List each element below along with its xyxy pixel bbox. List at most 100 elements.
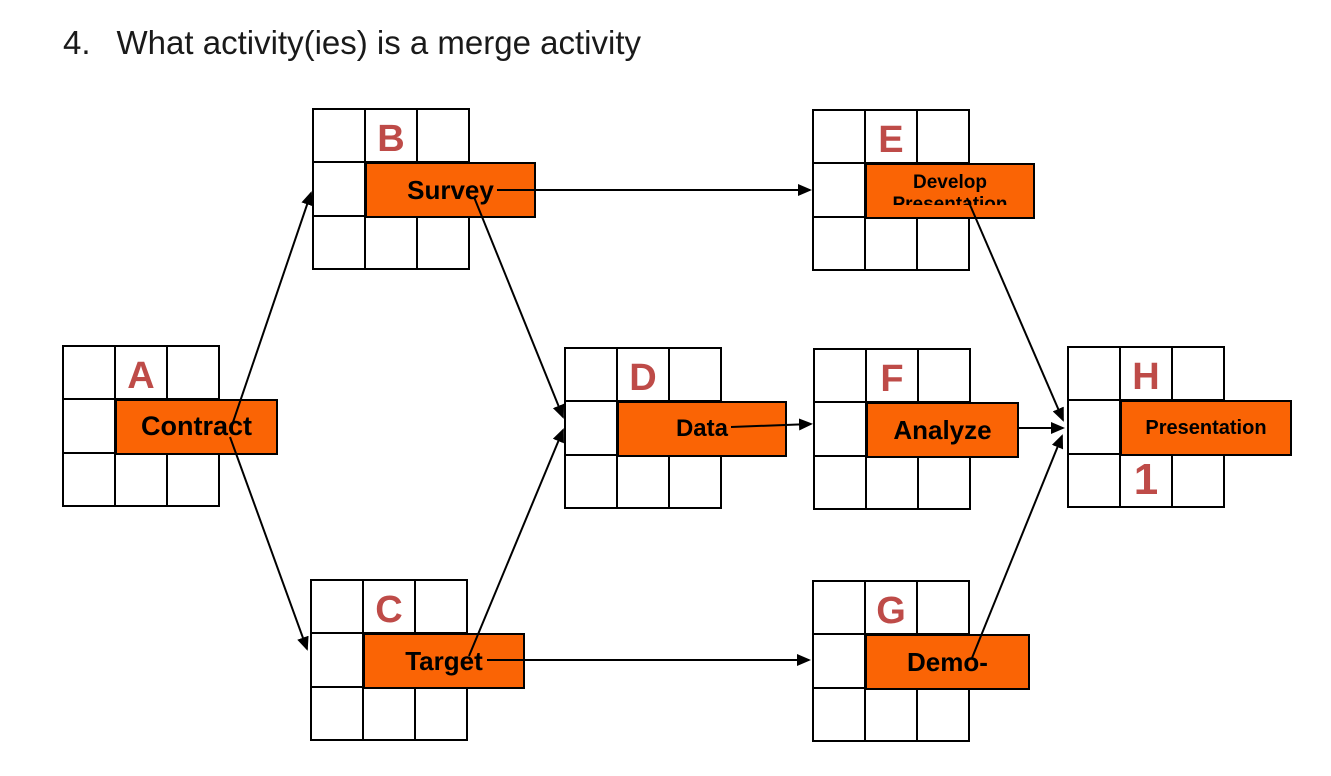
grid-cell bbox=[63, 399, 115, 453]
grid-cell bbox=[1172, 453, 1224, 507]
activity-letter-D: D bbox=[629, 356, 657, 399]
grid-cell bbox=[311, 686, 363, 740]
grid-cell bbox=[115, 346, 167, 400]
grid-cell bbox=[917, 216, 969, 270]
grid-cell bbox=[363, 686, 415, 740]
grid-cell bbox=[313, 109, 365, 163]
grid-cell bbox=[617, 348, 669, 402]
grid-cell bbox=[814, 349, 866, 403]
grid-cell bbox=[918, 349, 970, 403]
activity-node-D: D Data bbox=[564, 347, 787, 509]
grid-cell bbox=[363, 580, 415, 634]
grid-cell bbox=[669, 348, 721, 402]
grid-cell bbox=[617, 454, 669, 508]
grid-cell bbox=[313, 215, 365, 269]
grid-cell bbox=[565, 401, 617, 455]
activity-banner-C: Target bbox=[362, 633, 525, 689]
grid-cell bbox=[63, 346, 115, 400]
grid-cell bbox=[565, 454, 617, 508]
grid-cell bbox=[417, 109, 469, 163]
activity-label-line2-E: Presentation bbox=[892, 194, 1008, 206]
grid-cell bbox=[865, 581, 917, 635]
grid-cell bbox=[365, 109, 417, 163]
activity-node-H: H 1 Presentation bbox=[1067, 346, 1292, 508]
grid-cell bbox=[1068, 347, 1120, 401]
grid-cell bbox=[1172, 347, 1224, 401]
grid-cell bbox=[814, 455, 866, 509]
grid-cell bbox=[167, 452, 219, 506]
grid-cell bbox=[1068, 453, 1120, 507]
grid-cell bbox=[918, 455, 970, 509]
activity-letter-C: C bbox=[375, 588, 403, 631]
grid-cell bbox=[415, 580, 467, 634]
activity-banner-B: Survey bbox=[364, 162, 536, 218]
activity-label-A: Contract bbox=[140, 411, 252, 442]
grid-cell bbox=[814, 402, 866, 456]
grid-cell bbox=[865, 216, 917, 270]
grid-cell bbox=[813, 687, 865, 741]
arrow-B-D bbox=[473, 196, 565, 419]
question-text: What activity(ies) is a merge activity bbox=[116, 24, 641, 61]
activity-banner-A: Contract bbox=[114, 399, 278, 455]
activity-label-G: Demo- bbox=[907, 646, 988, 677]
grid-cell bbox=[311, 580, 363, 634]
activity-value-H: 1 bbox=[1133, 455, 1159, 505]
grid-cell bbox=[917, 581, 969, 635]
arrow-C-D bbox=[468, 428, 564, 657]
grid-cell bbox=[813, 110, 865, 164]
grid-cell bbox=[1120, 453, 1172, 507]
grid-cell bbox=[866, 455, 918, 509]
activity-label-H: Presentation bbox=[1145, 416, 1267, 439]
grid-cell bbox=[866, 349, 918, 403]
grid-cell bbox=[917, 687, 969, 741]
grid-cell bbox=[313, 162, 365, 216]
activity-letter-H: H bbox=[1132, 355, 1160, 398]
grid-cell bbox=[115, 452, 167, 506]
question-number: 4. bbox=[63, 24, 91, 61]
grid-cell bbox=[565, 348, 617, 402]
page-title: 4. What activity(ies) is a merge activity bbox=[63, 24, 641, 62]
activity-node-A: A Contract bbox=[62, 345, 278, 507]
grid-cell bbox=[167, 346, 219, 400]
grid-cell bbox=[669, 454, 721, 508]
arrow-G-H bbox=[971, 434, 1064, 659]
grid-cell bbox=[415, 686, 467, 740]
activity-banner-G: Demo- bbox=[864, 634, 1030, 690]
arrow-E-H bbox=[966, 197, 1064, 422]
grid-cell bbox=[1120, 347, 1172, 401]
activity-banner-F: Analyze bbox=[865, 402, 1019, 458]
activity-letter-A: A bbox=[127, 354, 155, 397]
grid-cell bbox=[813, 634, 865, 688]
grid-cell bbox=[63, 452, 115, 506]
activity-banner-H: Presentation bbox=[1119, 400, 1292, 456]
activity-label-B: Survey bbox=[407, 174, 494, 205]
activity-label-F: Analyze bbox=[893, 414, 992, 445]
activity-label-D: Data bbox=[675, 414, 728, 442]
grid-cell bbox=[865, 110, 917, 164]
activity-label-line1-E: Develop bbox=[913, 172, 987, 194]
grid-cell bbox=[813, 216, 865, 270]
grid-cell bbox=[417, 215, 469, 269]
grid-cell bbox=[865, 687, 917, 741]
activity-letter-B: B bbox=[377, 117, 405, 160]
grid-cell bbox=[365, 215, 417, 269]
grid-cell bbox=[917, 110, 969, 164]
arrow-A-B bbox=[229, 191, 313, 432]
activity-letter-E: E bbox=[878, 118, 904, 161]
activity-label-C: Target bbox=[405, 645, 483, 676]
grid-cell bbox=[813, 163, 865, 217]
grid-cell bbox=[813, 581, 865, 635]
activity-banner-D: Data bbox=[616, 401, 787, 457]
activity-letter-G: G bbox=[876, 589, 906, 632]
grid-cell bbox=[311, 633, 363, 687]
grid-cell bbox=[1068, 400, 1120, 454]
arrow-A-C bbox=[229, 436, 309, 651]
